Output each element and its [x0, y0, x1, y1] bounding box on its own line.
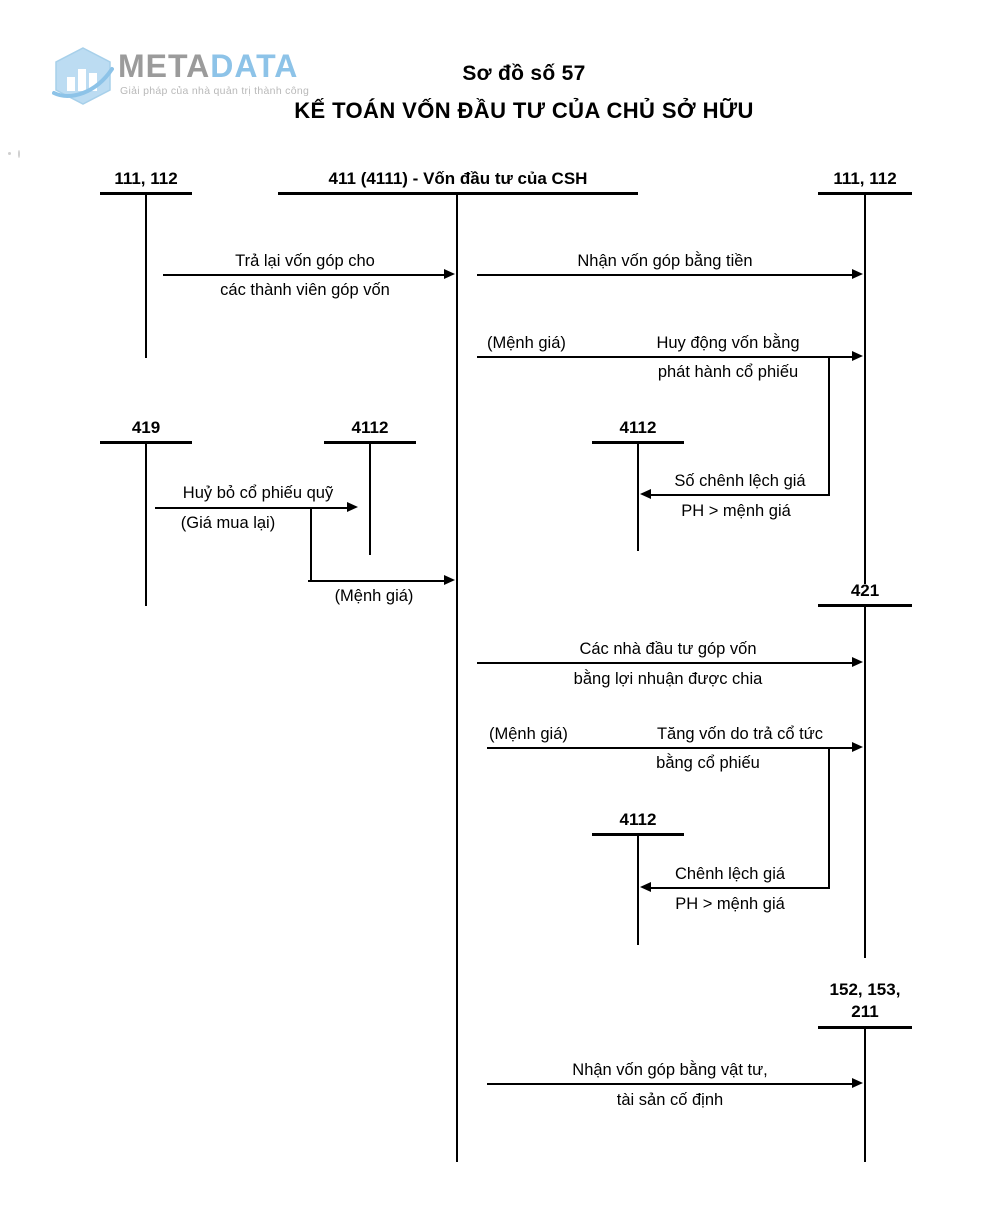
flow-f4-arrowhead: [347, 502, 358, 512]
flow-f5-drop-line: [310, 507, 312, 581]
flow-f1-line1: Trả lại vốn góp cho: [235, 252, 375, 270]
page-title: Sơ đồ số 57: [462, 62, 586, 85]
account-stem: [637, 833, 639, 945]
flow-f9-drop-line: [828, 747, 830, 888]
account-code: 152, 153, 211: [830, 979, 901, 1023]
account-code: 4112: [619, 418, 657, 437]
flow-f9-arrowhead: [640, 882, 651, 892]
account-code: 111, 112: [114, 169, 178, 188]
flow-f9-line1: Chênh lệch giá: [674, 865, 786, 883]
account-code: 411 (4111) - Vốn đầu tư của CSH: [328, 169, 588, 188]
flow-f2-arrowhead: [852, 269, 863, 279]
account-stem: [369, 441, 371, 555]
flow-f7-line1: Các nhà đầu tư góp vốn: [579, 640, 757, 658]
logo-tagline: Giải pháp của nhà quản trị thành công: [120, 85, 310, 97]
page-subtitle: KẾ TOÁN VỐN ĐẦU TƯ CỦA CHỦ SỞ HỮU: [294, 98, 754, 123]
account-code: 421: [850, 581, 880, 600]
flow-f4-line2: (Giá mua lại): [180, 514, 276, 532]
flow-f8-line1: Tăng vốn do trả cổ tức: [656, 725, 824, 743]
flow-f2-line: [477, 274, 854, 276]
flow-f6-line1: Số chênh lệch giá: [674, 472, 806, 490]
flow-f8-prefix: (Mệnh giá): [489, 725, 568, 743]
flow-f1-line2: các thành viên góp vốn: [220, 281, 390, 299]
flow-f6-arrowhead: [640, 489, 651, 499]
account-411-stem: [456, 192, 458, 1162]
flow-f2-line1: Nhận vốn góp bằng tiền: [577, 252, 753, 270]
flow-f3-arrowhead: [852, 351, 863, 361]
flow-f5-arrowhead: [444, 575, 455, 585]
flow-f6-line2: PH > mệnh giá: [681, 502, 791, 520]
flow-f10-line: [487, 1083, 854, 1085]
flow-f3-line2: phát hành cổ phiếu: [657, 363, 799, 381]
scan-artifact: [18, 150, 20, 158]
flow-f8-arrowhead: [852, 742, 863, 752]
flow-f9-line: [648, 887, 830, 889]
flow-f5-label: (Mệnh giá): [334, 587, 414, 605]
logo-wordmark-meta: META: [118, 48, 211, 84]
account-bar: [278, 192, 638, 195]
account-code: 4112: [351, 418, 389, 437]
flow-f3-line1: Huy động vốn bằng: [656, 334, 800, 352]
flow-f8-line: [487, 747, 854, 749]
flow-f4-line1: Huỷ bỏ cổ phiếu quỹ: [182, 484, 334, 502]
flow-f1-line: [163, 274, 446, 276]
account-stem: [864, 604, 866, 958]
flow-f7-line: [477, 662, 854, 664]
flow-f6-drop-line: [828, 356, 830, 495]
flow-f4-line: [155, 507, 349, 509]
account-stem: [864, 192, 866, 584]
logo-wordmark-data: DATA: [210, 48, 299, 84]
account-code-line1: 152, 153,: [829, 980, 901, 999]
account-code-line2: 211: [851, 1002, 879, 1021]
account-stem: [145, 192, 147, 358]
flow-f7-arrowhead: [852, 657, 863, 667]
logo-wordmark: METADATA: [118, 49, 298, 83]
account-stem: [864, 1026, 866, 1162]
flow-f10-line2: tài sản cố định: [616, 1091, 724, 1109]
account-code: 419: [131, 418, 161, 437]
scan-artifact: [8, 152, 11, 155]
account-code: 4112: [619, 810, 657, 829]
flow-f6-line: [648, 494, 830, 496]
flow-f10-arrowhead: [852, 1078, 863, 1088]
hexagon-bar-chart-icon: [52, 47, 114, 105]
account-stem: [145, 441, 147, 606]
flow-f10-line1: Nhận vốn góp bằng vật tư,: [572, 1061, 768, 1079]
flow-f1-arrowhead: [444, 269, 455, 279]
flow-f5-line: [308, 580, 446, 582]
flow-f9-line2: PH > mệnh giá: [675, 895, 785, 913]
account-stem: [637, 441, 639, 551]
flow-f3-prefix: (Mệnh giá): [487, 334, 566, 352]
metadata-logo: METADATA Giải pháp của nhà quản trị thàn…: [52, 45, 309, 105]
account-code: 111, 112: [833, 169, 897, 188]
flow-f3-line: [477, 356, 854, 358]
flow-f8-line2: bằng cổ phiếu: [656, 754, 760, 772]
flow-f7-line2: bằng lợi nhuận được chia: [573, 670, 763, 688]
